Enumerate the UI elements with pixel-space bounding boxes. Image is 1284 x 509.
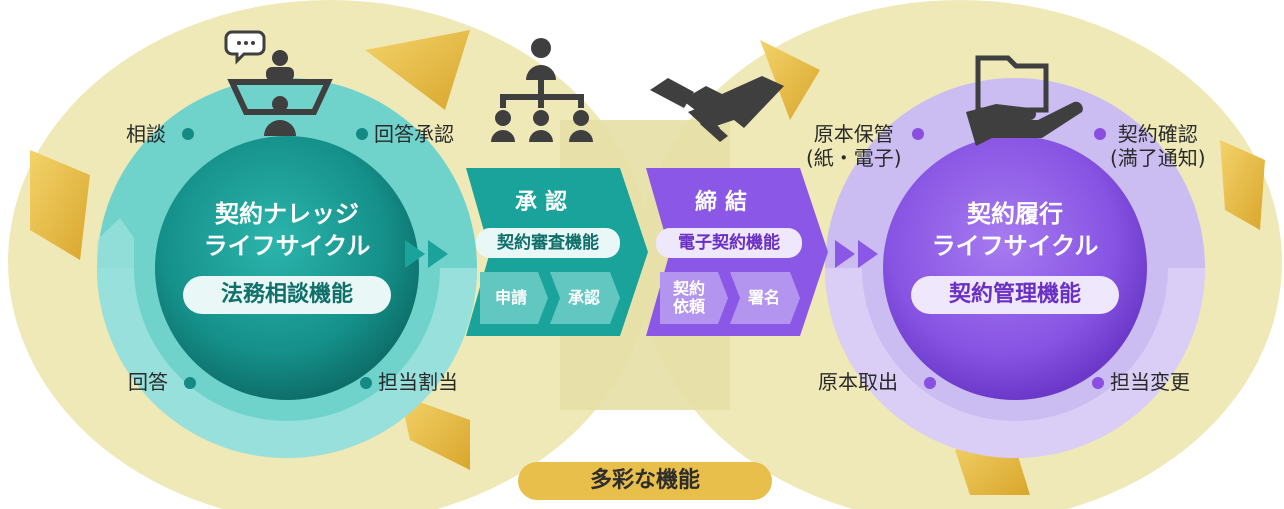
approval-sub-steps [480, 272, 620, 324]
label-assign: 担当割当 [378, 370, 458, 394]
approval-title: 承認 [514, 190, 575, 215]
label-original-retrieval: 原本取出 [818, 370, 898, 394]
handshake-icon [650, 76, 784, 142]
label-answer-approval: 回答承認 [374, 122, 454, 146]
right-connector-arrows [835, 240, 878, 268]
signing-sub-steps [660, 272, 800, 324]
left-function-pill: 法務相談機能 [183, 276, 391, 314]
approval-step-approve: 承認 [567, 288, 600, 307]
label-answer: 回答 [128, 370, 168, 394]
signing-title: 締結 [694, 190, 755, 215]
left-cycle-ring [97, 78, 477, 458]
label-original-storage-line2: (紙・電子) [806, 146, 902, 170]
approval-step-apply: 申請 [494, 288, 527, 307]
signing-step-request-line1: 契約 [672, 279, 705, 298]
label-consult: 相談 [126, 122, 166, 146]
right-cycle-ring [825, 78, 1205, 458]
label-contract-check: 契約確認 (満了通知) [1110, 122, 1206, 170]
bullet-dot [184, 377, 196, 389]
left-circle-title-line2: ライフサイクル [203, 232, 371, 260]
bullet-dot [1094, 128, 1106, 140]
bullet-dot [924, 377, 936, 389]
right-circle-title: 契約履行 ライフサイクル [915, 198, 1115, 262]
label-original-storage-line1: 原本保管 [813, 122, 894, 146]
footer-badge-shape [518, 462, 772, 500]
right-circle-title-line2: ライフサイクル [931, 232, 1099, 260]
left-circle-title: 契約ナレッジ ライフサイクル [187, 198, 387, 262]
bullet-dot [912, 128, 924, 140]
footer-badge: 多彩な機能 [589, 468, 700, 493]
signing-function-pill: 電子契約機能 [656, 228, 802, 258]
label-original-storage: 原本保管 (紙・電子) [806, 122, 902, 170]
label-assignee-change: 担当変更 [1110, 370, 1190, 394]
left-circle-title-line1: 契約ナレッジ [215, 200, 359, 228]
bullet-dot [1092, 377, 1104, 389]
approval-function-pill: 契約審査機能 [476, 228, 620, 258]
consultation-icon [224, 30, 333, 136]
bullet-dot [356, 128, 368, 140]
folder-hand-icon [966, 55, 1083, 146]
label-contract-check-line1: 契約確認 [1117, 122, 1198, 146]
left-connector-arrows [405, 240, 448, 268]
right-circle-title-line1: 契約履行 [967, 200, 1063, 228]
bullet-dot [182, 128, 194, 140]
signing-step-request-line2: 依頼 [672, 297, 705, 316]
right-function-pill: 契約管理機能 [911, 276, 1119, 314]
org-chart-icon [491, 38, 593, 142]
bullet-dot [360, 377, 372, 389]
signing-step-sign: 署名 [747, 288, 780, 307]
signing-step-request: 契約 依頼 [660, 280, 718, 316]
label-contract-check-line2: (満了通知) [1110, 146, 1206, 170]
